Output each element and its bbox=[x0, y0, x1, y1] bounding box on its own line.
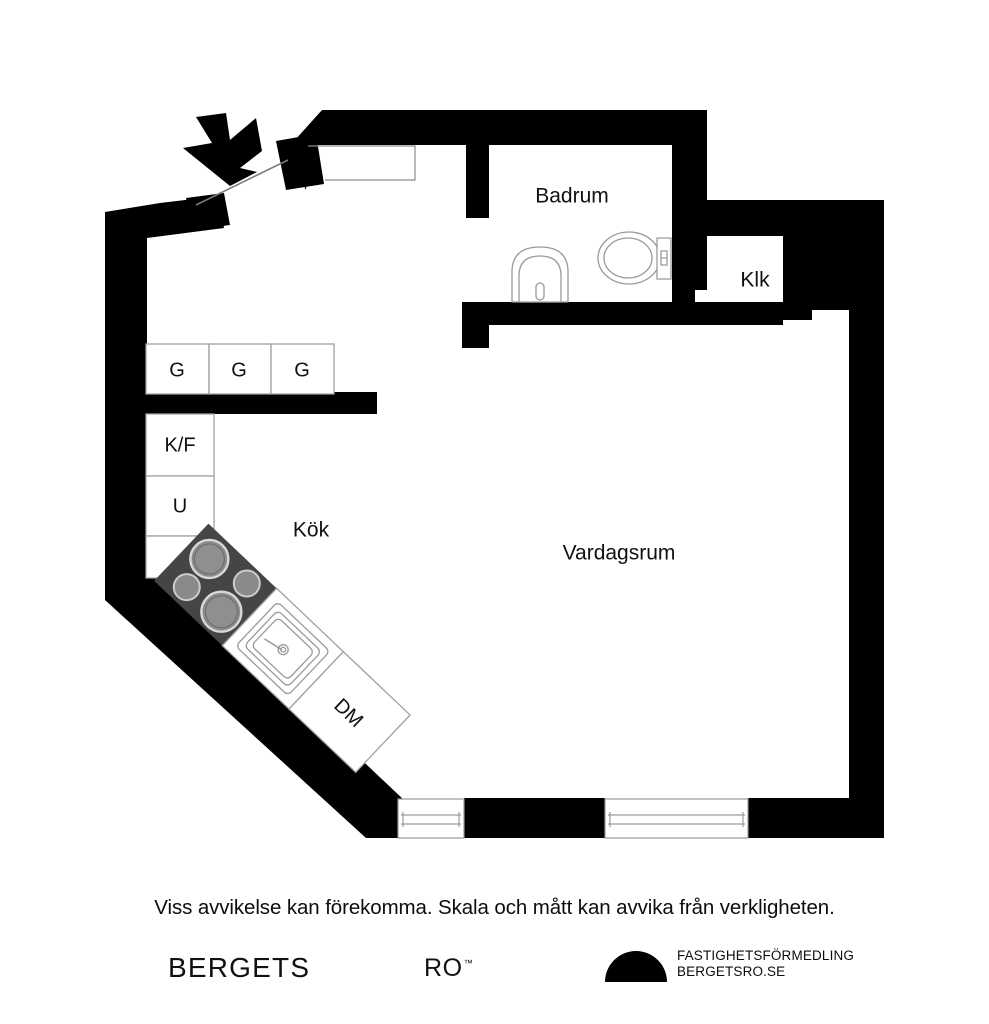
brand-line-fastighetsformedling: FASTIGHETSFÖRMEDLING bbox=[677, 948, 855, 963]
entrance-jamb-left bbox=[186, 193, 230, 230]
wall-bottom-right-pier bbox=[748, 798, 884, 838]
trademark-symbol: ™ bbox=[463, 957, 473, 968]
room-labels: Badrum Klk Vardagsrum Kök bbox=[293, 185, 770, 565]
wall-bathroom-left-upper bbox=[466, 145, 489, 218]
oven-label: U bbox=[173, 495, 187, 517]
cooktop-icon bbox=[154, 523, 277, 646]
wall-bottom-middle-pier bbox=[464, 798, 605, 838]
toilet-icon bbox=[597, 231, 672, 285]
ro-text: RO bbox=[424, 954, 463, 982]
logo-row: BERGETS RO™ FASTIGHETSFÖRMEDLING BERGETS… bbox=[0, 942, 989, 1002]
kitchen-upper-cabinets: G G G bbox=[145, 343, 335, 395]
cabinet-g-1-label: G bbox=[169, 359, 185, 381]
footer: Viss avvikelse kan förekomma. Skala och … bbox=[0, 880, 989, 1024]
disclaimer-text: Viss avvikelse kan förekomma. Skala och … bbox=[154, 896, 835, 919]
window-left bbox=[397, 798, 465, 839]
bergets-wordmark: BERGETS bbox=[168, 952, 311, 983]
room-label-vardagsrum: Vardagsrum bbox=[563, 542, 676, 565]
room-label-badrum: Badrum bbox=[535, 185, 609, 208]
bathroom-sink-icon bbox=[511, 246, 569, 303]
wall-klk-right bbox=[783, 236, 849, 310]
wall-right bbox=[849, 200, 884, 838]
brand-line-bergetsro-se: BERGETSRO.SE bbox=[677, 964, 786, 980]
entrance-arrow bbox=[183, 113, 262, 186]
cabinet-g-3-label: G bbox=[294, 359, 310, 381]
kitchen-sink-icon bbox=[237, 603, 329, 695]
room-label-kok: Kök bbox=[293, 519, 330, 542]
floor-plan-drawing: G G G K/F U bbox=[105, 110, 884, 839]
wall-kitchen-upper-divider bbox=[111, 392, 377, 414]
wall-group bbox=[105, 110, 884, 838]
wall-bathroom-bottom bbox=[462, 302, 783, 325]
room-label-klk: Klk bbox=[740, 269, 770, 292]
wall-right-upper-step bbox=[672, 200, 884, 236]
wall-bathroom-bottom-left-stub bbox=[462, 302, 489, 348]
bathroom-fixtures bbox=[511, 231, 672, 303]
hall-closet bbox=[308, 145, 416, 181]
kitchen-bench: DM bbox=[221, 587, 412, 774]
wall-lower-left-diagonal bbox=[105, 556, 404, 838]
wall-badrum-klk-divider bbox=[672, 145, 695, 302]
brand-text-lines: FASTIGHETSFÖRMEDLING BERGETSRO.SE bbox=[677, 948, 854, 982]
cabinet-g-2-label: G bbox=[231, 359, 247, 381]
ro-wordmark: RO™ bbox=[424, 954, 473, 983]
window-right bbox=[604, 798, 749, 839]
fridge-freezer-label: K/F bbox=[164, 434, 195, 456]
wall-bottom-left-pier bbox=[366, 800, 398, 838]
windows-group bbox=[397, 798, 749, 839]
wall-klk-bottom-right-jamb bbox=[783, 295, 812, 320]
entrance-door bbox=[195, 159, 289, 206]
dome-icon bbox=[605, 950, 667, 982]
wall-top bbox=[286, 110, 707, 190]
bergetsro-brand-logo: FASTIGHETSFÖRMEDLING BERGETSRO.SE bbox=[605, 948, 854, 982]
